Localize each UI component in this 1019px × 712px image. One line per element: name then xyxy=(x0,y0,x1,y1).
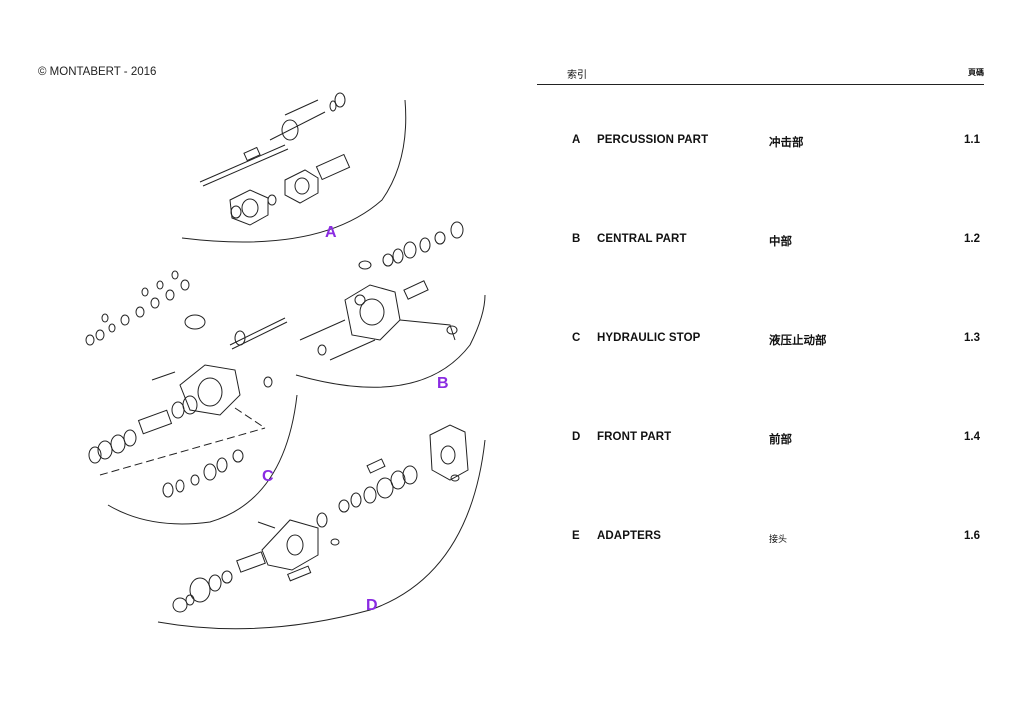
group-a-parts xyxy=(199,92,351,226)
index-header: 索引 頁碼 xyxy=(537,66,984,85)
index-row-c[interactable]: C HYDRAULIC STOP 液压止动部 1.3 xyxy=(537,332,984,352)
drawing-label-d: D xyxy=(366,597,378,614)
page-column-title: 頁碼 xyxy=(968,68,984,77)
exploded-parts-drawing: A B C D xyxy=(85,92,486,630)
section-name-cn: 液压止动部 xyxy=(769,335,827,347)
section-name-cn: 冲击部 xyxy=(769,137,804,149)
index-row-b[interactable]: B CENTRAL PART 中部 1.2 xyxy=(537,233,984,253)
section-name-cn: 接头 xyxy=(769,534,788,544)
section-labels: A B C D xyxy=(262,224,449,614)
group-c-parts xyxy=(85,270,288,498)
arc-d xyxy=(157,439,486,630)
index-row-a[interactable]: A PERCUSSION PART 冲击部 1.1 xyxy=(537,134,984,154)
copyright-text: © MONTABERT - 2016 xyxy=(38,66,157,78)
group-d-parts xyxy=(172,424,469,613)
section-letter: D xyxy=(572,431,581,443)
section-page: 1.3 xyxy=(964,332,980,344)
section-name: HYDRAULIC STOP xyxy=(597,332,701,344)
section-page: 1.2 xyxy=(964,233,980,245)
section-page: 1.4 xyxy=(964,431,980,443)
section-name-cn: 中部 xyxy=(769,236,792,248)
section-name-cn: 前部 xyxy=(769,434,792,446)
section-name: FRONT PART xyxy=(597,431,672,443)
index-row-d[interactable]: D FRONT PART 前部 1.4 xyxy=(537,431,984,451)
section-letter: A xyxy=(572,134,581,146)
section-name: ADAPTERS xyxy=(597,530,662,542)
section-name: PERCUSSION PART xyxy=(597,134,709,146)
section-page: 1.6 xyxy=(964,530,980,542)
drawing-label-a: A xyxy=(325,224,337,241)
arc-b xyxy=(295,294,486,388)
group-b-parts xyxy=(299,221,464,361)
section-letter: B xyxy=(572,233,581,245)
index-title: 索引 xyxy=(567,70,587,81)
drawing-label-c: C xyxy=(262,468,274,485)
arc-a xyxy=(181,99,407,243)
section-letter: C xyxy=(572,332,581,344)
drawing-label-b: B xyxy=(437,375,449,392)
arc-c xyxy=(107,394,298,525)
section-name: CENTRAL PART xyxy=(597,233,687,245)
section-letter: E xyxy=(572,530,580,542)
section-page: 1.1 xyxy=(964,134,980,146)
index-row-e[interactable]: E ADAPTERS 接头 1.6 xyxy=(537,530,984,550)
